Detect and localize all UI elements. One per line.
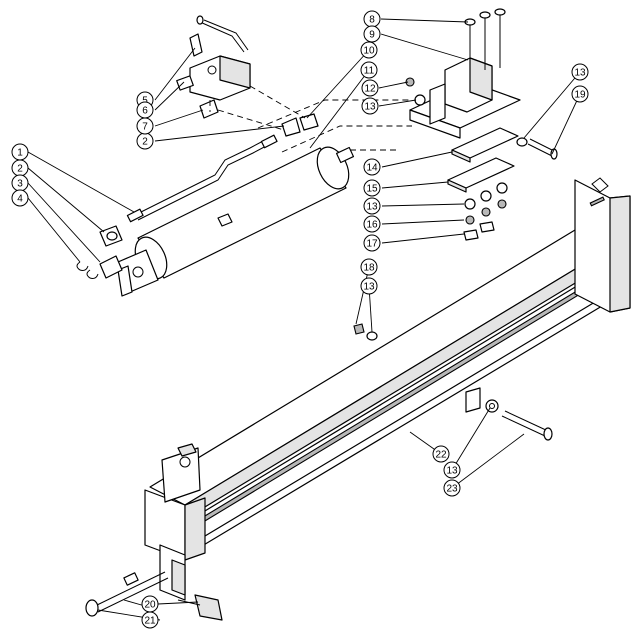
callout-circle <box>141 611 159 629</box>
callout-10: 10 <box>360 41 378 59</box>
callout-13: 13 <box>361 97 379 115</box>
clip-4 <box>76 261 99 279</box>
callout-circle <box>11 189 29 207</box>
mount-bracket <box>353 8 558 341</box>
callout-1: 1 <box>11 143 29 161</box>
callout-6: 6 <box>136 101 154 119</box>
callout-12: 12 <box>361 79 379 97</box>
callout-15: 15 <box>363 179 381 197</box>
assembly-lines <box>209 85 412 153</box>
callout-9: 9 <box>363 25 381 43</box>
callout-number: 23 <box>446 484 458 495</box>
elbow-fitting-2a <box>99 225 123 247</box>
callout-circle <box>443 461 461 479</box>
pin-23 <box>485 399 553 441</box>
callout-circle <box>363 215 381 233</box>
callout-8: 8 <box>363 10 381 28</box>
callout-number: 18 <box>363 263 375 274</box>
callout-number: 8 <box>369 15 375 26</box>
callout-number: 16 <box>366 220 378 231</box>
callout-circle <box>363 179 381 197</box>
callout-number: 21 <box>144 616 156 627</box>
callout-number: 22 <box>435 450 447 461</box>
callout-16: 16 <box>363 215 381 233</box>
main-beam <box>144 177 631 601</box>
callout-19: 19 <box>571 85 589 103</box>
callout-circle <box>360 61 378 79</box>
callout-number: 2 <box>17 164 23 175</box>
callout-number: 13 <box>363 282 375 293</box>
callout-2: 2 <box>11 159 29 177</box>
callout-circle <box>363 197 381 215</box>
callout-leaders <box>27 18 581 621</box>
callout-circle <box>443 479 461 497</box>
callout-number: 15 <box>366 184 378 195</box>
fitting-3 <box>99 255 123 279</box>
callout-number: 9 <box>369 30 375 41</box>
callout-number: 10 <box>363 46 375 57</box>
callout-circle <box>432 445 450 463</box>
callout-17: 17 <box>363 234 381 252</box>
callout-number: 14 <box>366 163 378 174</box>
callout-7: 7 <box>136 117 154 135</box>
callout-2: 2 <box>136 132 154 150</box>
control-valve <box>176 15 319 137</box>
hose-1 <box>126 134 278 223</box>
callout-number: 17 <box>366 239 378 250</box>
callout-13: 13 <box>443 461 461 479</box>
callout-circle <box>363 158 381 176</box>
callout-circle <box>363 25 381 43</box>
callout-22: 22 <box>432 445 450 463</box>
callout-11: 11 <box>360 61 378 79</box>
callout-circle <box>363 234 381 252</box>
callout-13: 13 <box>360 277 378 295</box>
callout-3: 3 <box>11 174 29 192</box>
callout-number: 5 <box>142 96 148 107</box>
callout-14: 14 <box>363 158 381 176</box>
callout-circle <box>136 117 154 135</box>
callout-circle <box>571 63 589 81</box>
callout-circle <box>360 258 378 276</box>
callout-circle <box>571 85 589 103</box>
callout-number: 12 <box>364 84 376 95</box>
callout-number: 11 <box>364 66 375 77</box>
callout-number: 2 <box>142 137 148 148</box>
callout-number: 3 <box>17 179 23 190</box>
callout-number: 1 <box>17 148 23 159</box>
callout-13: 13 <box>363 197 381 215</box>
callout-number: 7 <box>142 122 148 133</box>
callout-circle <box>361 97 379 115</box>
callout-23: 23 <box>443 479 461 497</box>
callout-circle <box>361 79 379 97</box>
callout-20: 20 <box>141 595 159 613</box>
callout-number: 20 <box>144 600 156 611</box>
callout-4: 4 <box>11 189 29 207</box>
callout-layer: 1223456789101112131313131314151617181920… <box>11 10 589 629</box>
callout-number: 13 <box>364 102 376 113</box>
callout-number: 13 <box>574 68 586 79</box>
callout-number: 13 <box>446 466 458 477</box>
callout-18: 18 <box>360 258 378 276</box>
callout-13: 13 <box>571 63 589 81</box>
callout-number: 4 <box>17 194 23 205</box>
callout-circle <box>360 277 378 295</box>
hydraulic-cylinder <box>117 146 355 297</box>
callout-number: 6 <box>142 106 148 117</box>
pin-21 <box>85 571 169 617</box>
callout-circle <box>360 41 378 59</box>
callout-number: 13 <box>366 202 378 213</box>
callout-21: 21 <box>141 611 159 629</box>
callout-number: 19 <box>574 90 586 101</box>
